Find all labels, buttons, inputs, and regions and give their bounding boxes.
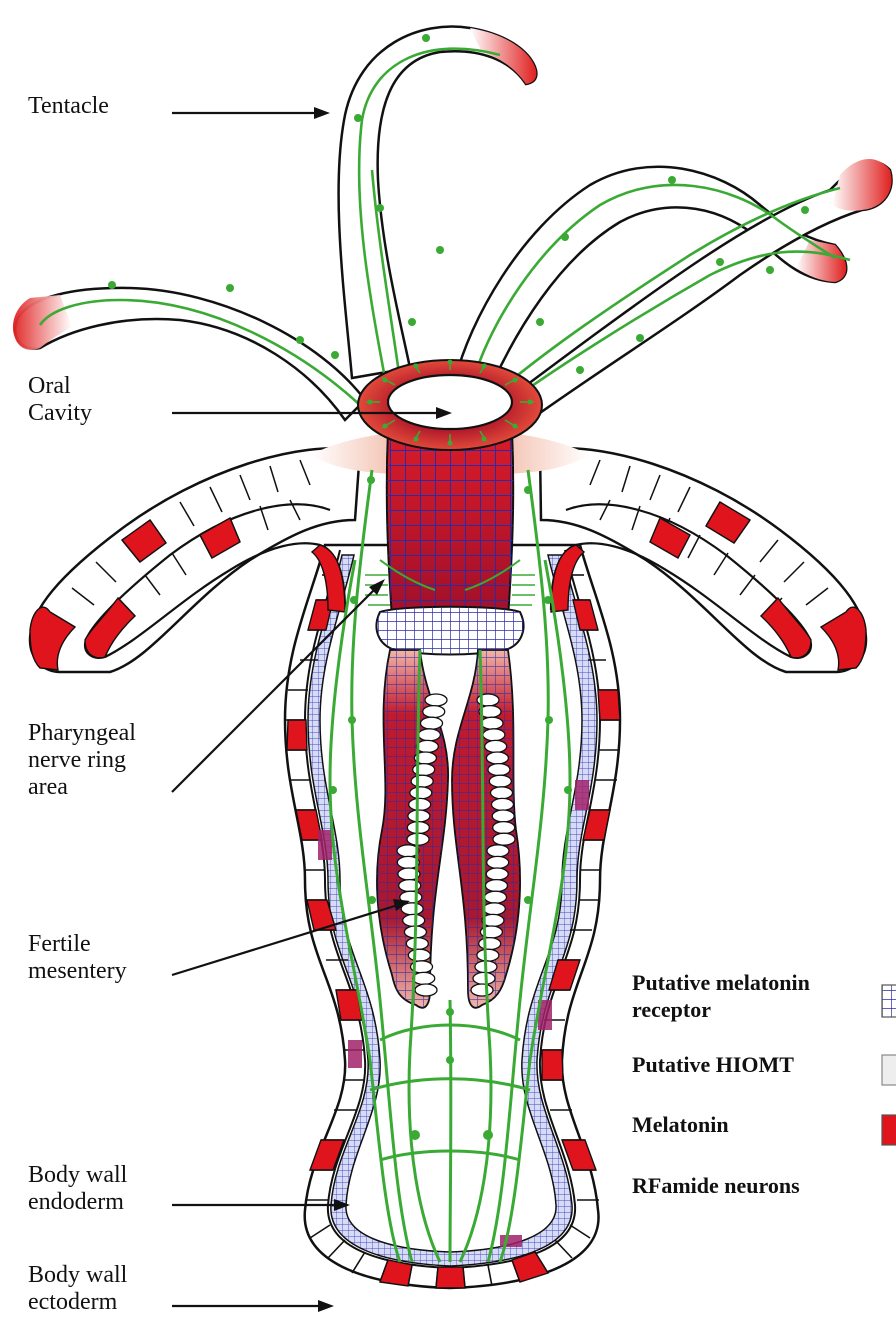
oocyte: [483, 903, 505, 915]
oocyte: [410, 787, 432, 799]
oocyte: [473, 972, 495, 984]
oocyte: [421, 717, 443, 729]
legend-swatch-hiomt: [882, 1055, 896, 1085]
legend-melatonin: Melatonin: [632, 1112, 729, 1137]
oral-cavity: [388, 375, 512, 429]
legend: Putative melatonin receptor Putative HIO…: [632, 970, 896, 1198]
oocyte: [418, 729, 440, 741]
oocyte: [491, 787, 513, 799]
label-oral-1: Oral: [28, 373, 71, 399]
oocyte: [408, 810, 430, 822]
oocyte: [485, 740, 507, 752]
oocyte: [487, 856, 509, 868]
oocyte: [479, 938, 501, 950]
label-endoderm-1: Body wall: [28, 1162, 128, 1188]
oocyte: [415, 984, 437, 996]
pharynx: [358, 360, 542, 655]
oocyte: [408, 949, 430, 961]
oocyte: [488, 764, 510, 776]
label-fertile-1: Fertile: [28, 931, 91, 957]
oocyte: [423, 706, 445, 718]
oocyte: [487, 845, 509, 857]
legend-receptor-2: receptor: [632, 997, 711, 1022]
label-pharyngeal-3: area: [28, 774, 68, 800]
label-tentacle: Tentacle: [28, 93, 109, 119]
oocyte: [406, 938, 428, 950]
label-fertile-2: mesentery: [28, 958, 127, 984]
oocyte: [486, 752, 508, 764]
labels: Tentacle Oral Cavity Pharyngeal nerve ri…: [28, 93, 136, 1315]
oocyte: [411, 775, 433, 787]
oocyte: [485, 891, 507, 903]
oocyte: [413, 764, 435, 776]
oocyte: [483, 729, 505, 741]
label-ectoderm-1: Body wall: [28, 1262, 128, 1288]
legend-swatch-melatonin: [882, 1115, 896, 1145]
label-oral-2: Cavity: [28, 400, 92, 426]
oocyte: [409, 798, 431, 810]
oocyte: [403, 914, 425, 926]
oocyte: [485, 880, 507, 892]
oocyte: [491, 798, 513, 810]
oocyte: [416, 740, 438, 752]
legend-receptor-1: Putative melatonin: [632, 970, 810, 995]
oocyte: [493, 833, 515, 845]
oocyte: [486, 868, 508, 880]
label-endoderm-2: endoderm: [28, 1189, 124, 1215]
label-pharyngeal-1: Pharyngeal: [28, 720, 136, 746]
label-ectoderm-2: ectoderm: [28, 1289, 118, 1315]
oocyte: [471, 984, 493, 996]
oocyte: [425, 694, 447, 706]
legend-rfamide: RFamide neurons: [632, 1173, 800, 1198]
label-pharyngeal-2: nerve ring: [28, 747, 126, 773]
oocyte: [493, 822, 515, 834]
body-wall: [285, 545, 620, 1288]
legend-hiomt: Putative HIOMT: [632, 1052, 794, 1077]
oocyte: [413, 972, 435, 984]
tentacle-neurons: [40, 49, 850, 405]
oocyte: [492, 810, 514, 822]
oocyte: [477, 949, 499, 961]
oocyte: [489, 775, 511, 787]
oocyte: [481, 717, 503, 729]
tentacle-right-middle: [455, 167, 846, 400]
legend-swatch-receptor: [882, 985, 896, 1017]
